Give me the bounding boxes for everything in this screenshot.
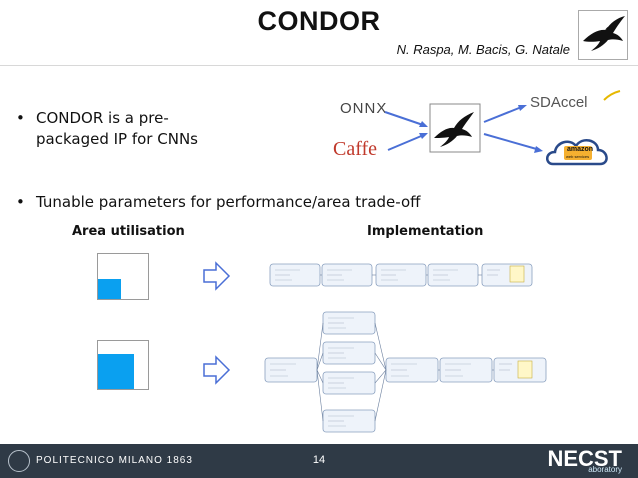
bullet-tunable-params: • Tunable parameters for performance/are… — [16, 192, 596, 213]
implementation-heading: Implementation — [367, 224, 484, 239]
impl-row-2-lines — [270, 317, 512, 427]
impl-row-1-chip — [509, 265, 525, 283]
bullet-marker: • — [16, 193, 25, 211]
area-utilisation-heading: Area utilisation — [72, 224, 185, 239]
arrow-onnx-to-condor — [384, 111, 428, 127]
condor-bird-icon — [583, 16, 625, 51]
arrow-caffe-to-condor — [387, 133, 428, 151]
impl-row-2-links — [316, 322, 494, 422]
necst-laboratory: aboratory — [588, 465, 622, 474]
right-outline-arrow-icon — [203, 261, 231, 291]
area-utilisation-fill-1 — [98, 278, 121, 299]
sdaccel-swoosh-icon — [603, 90, 621, 101]
necst-cst: CST — [578, 446, 622, 471]
page-number: 14 — [312, 454, 326, 466]
polimi-seal-icon — [8, 450, 30, 472]
sdaccel-label: SDAccel — [530, 94, 588, 111]
area-utilisation-fill-2 — [98, 354, 134, 389]
slide-authors: N. Raspa, M. Bacis, G. Natale — [396, 42, 570, 57]
arrow-condor-to-sdaccel — [483, 105, 527, 123]
right-outline-arrow-icon — [203, 355, 231, 385]
area-utilisation-box-1 — [97, 253, 149, 300]
impl-row-1-lines — [275, 269, 500, 281]
bullet-condor-ip: • CONDOR is a pre- packaged IP for CNNs — [16, 108, 266, 150]
condor-logo — [578, 10, 628, 60]
arrow-condor-to-aws — [483, 133, 543, 153]
impl-row-2 — [264, 311, 547, 433]
slide-header: CONDOR N. Raspa, M. Bacis, G. Natale — [0, 0, 638, 66]
bullet-marker: • — [16, 109, 25, 127]
necst-ne: NE — [547, 446, 578, 471]
caffe-label: Caffe — [333, 138, 378, 160]
area-utilisation-box-2 — [97, 340, 149, 390]
necst-logo: NECST aboratory — [547, 446, 622, 474]
slide-title: CONDOR — [257, 6, 381, 36]
amazon-sub-label: web services — [566, 154, 590, 159]
condor-center-icon — [429, 103, 481, 153]
impl-row-2-chip — [517, 360, 533, 379]
amazon-label: amazon — [567, 146, 594, 153]
bullet-text: Tunable parameters for performance/area … — [36, 193, 421, 211]
onnx-label: ONNX — [340, 100, 388, 117]
bullet-line-1: CONDOR is a pre- — [36, 109, 169, 127]
slide-footer: POLITECNICO MILANO 1863 14 NECST aborato… — [0, 444, 638, 478]
cloud-icon — [546, 138, 608, 166]
polimi-label: POLITECNICO MILANO 1863 — [36, 455, 193, 466]
bullet-line-2: packaged IP for CNNs — [36, 130, 198, 148]
